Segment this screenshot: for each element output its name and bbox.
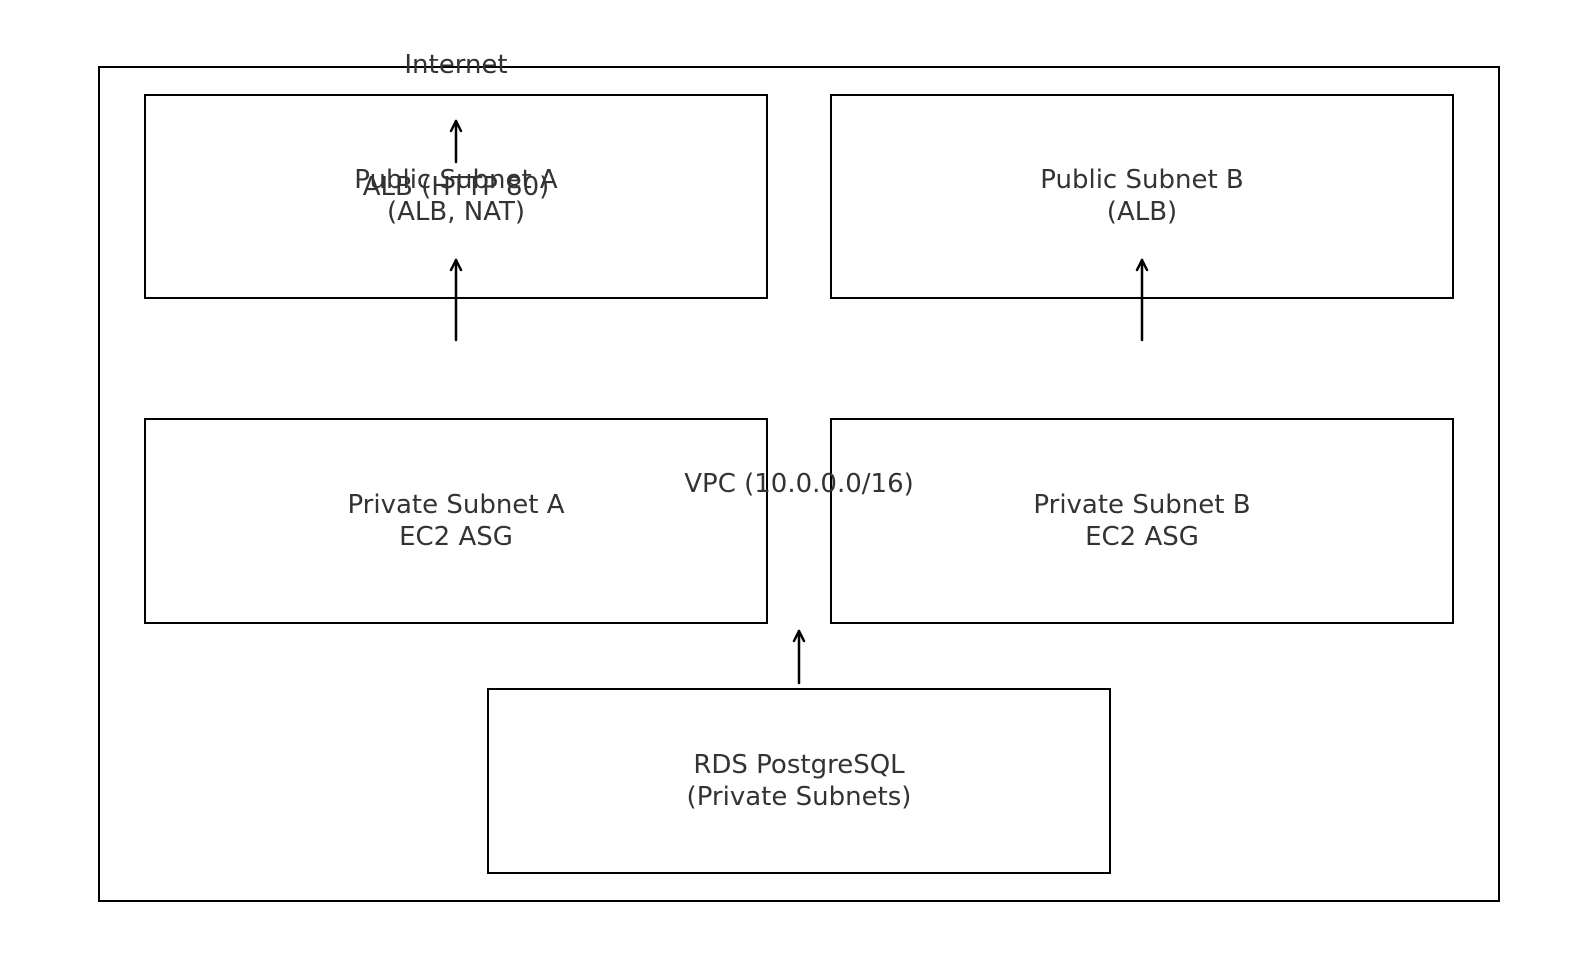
vpc-text: VPC (10.0.0.0/16) <box>684 469 914 499</box>
vpc-box <box>98 66 1500 902</box>
public-subnet-a-subtitle: (ALB, NAT) <box>386 197 526 227</box>
arrow-private-a-to-public-a <box>449 258 463 342</box>
alb-label: ALB (HTTP 80) <box>306 171 606 203</box>
private-subnet-b-label: Private Subnet B EC2 ASG <box>992 489 1292 553</box>
internet-label: Internet <box>356 49 556 81</box>
arrow-private-b-to-public-b <box>1135 258 1149 342</box>
private-subnet-b-title: Private Subnet B <box>1033 490 1251 520</box>
rds-label: RDS PostgreSQL (Private Subnets) <box>599 749 999 813</box>
rds-title: RDS PostgreSQL <box>693 750 905 780</box>
rds-subtitle: (Private Subnets) <box>686 782 912 812</box>
arrow-rds-up <box>792 629 806 685</box>
public-subnet-b-label: Public Subnet B (ALB) <box>992 164 1292 228</box>
rds-box <box>487 688 1111 874</box>
private-subnet-a-box <box>144 418 768 624</box>
alb-text: ALB (HTTP 80) <box>362 172 550 202</box>
private-subnet-a-subtitle: EC2 ASG <box>399 522 513 552</box>
vpc-label: VPC (10.0.0.0/16) <box>599 468 999 500</box>
private-subnet-b-box <box>830 418 1454 624</box>
internet-text: Internet <box>404 50 508 80</box>
public-subnet-b-subtitle: (ALB) <box>1106 197 1178 227</box>
arrow-alb-to-internet <box>449 119 463 164</box>
public-subnet-a-label: Public Subnet A (ALB, NAT) <box>306 164 606 228</box>
public-subnet-b-title: Public Subnet B <box>1040 165 1244 195</box>
private-subnet-b-subtitle: EC2 ASG <box>1085 522 1199 552</box>
public-subnet-a-title: Public Subnet A <box>354 165 558 195</box>
private-subnet-a-title: Private Subnet A <box>347 490 565 520</box>
private-subnet-a-label: Private Subnet A EC2 ASG <box>306 489 606 553</box>
